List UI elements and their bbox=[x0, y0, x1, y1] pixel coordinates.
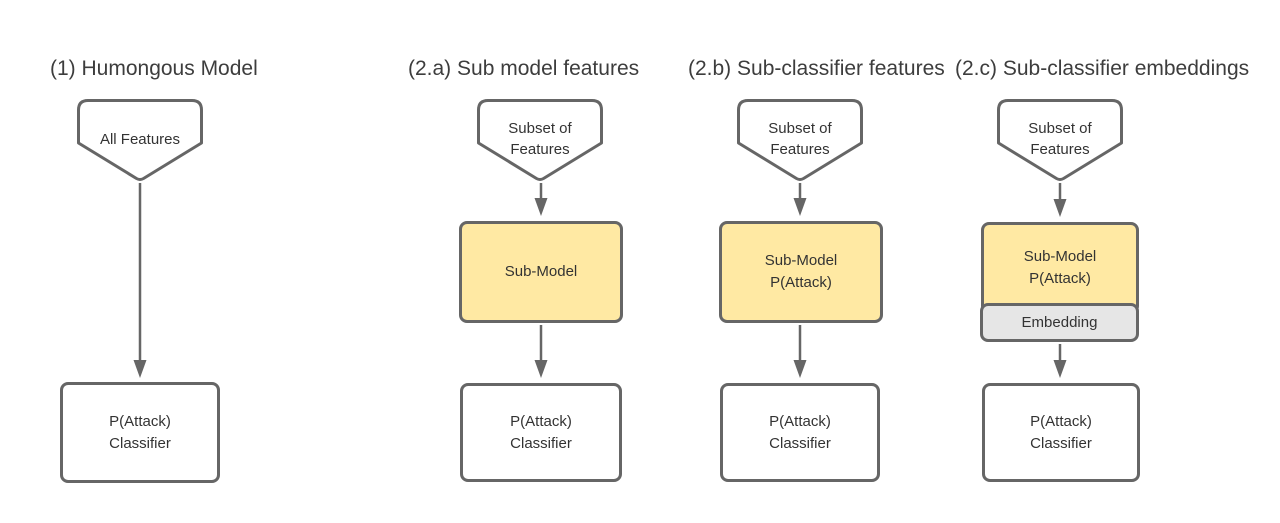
node-label-line: Classifier bbox=[109, 434, 171, 452]
node-label-line: Sub-Model bbox=[504, 263, 578, 280]
node-label-line: Subset of bbox=[1028, 120, 1092, 137]
node-label-line: Subset of bbox=[768, 120, 832, 137]
arrow-features-to-classifier-1 bbox=[133, 183, 147, 378]
subset-features-label: Subset of Features bbox=[737, 101, 863, 177]
classifier-box-2c: P(Attack) Classifier bbox=[982, 383, 1140, 482]
column-title-humongous-model: (1) Humongous Model bbox=[50, 57, 258, 80]
node-label-line: Classifier bbox=[510, 434, 572, 452]
column-title-sub-model-features: (2.a) Sub model features bbox=[408, 57, 640, 80]
node-label-line: P(Attack) bbox=[510, 412, 572, 430]
arrow-features-to-submodel-2c bbox=[1053, 183, 1067, 217]
node-label-line: P(Attack) bbox=[769, 412, 831, 430]
node-label-line: Features bbox=[510, 141, 570, 158]
node-label-line: Embedding bbox=[1021, 313, 1098, 331]
embedding-box: Embedding bbox=[980, 303, 1139, 342]
node-label-line: Subset of bbox=[508, 120, 572, 137]
subset-features-connector-2b: Subset of Features bbox=[737, 99, 863, 183]
all-features-connector: All Features bbox=[77, 99, 203, 183]
off-page-connector-shape bbox=[737, 99, 863, 181]
subset-features-label: Subset of Features bbox=[477, 101, 603, 177]
subset-features-connector-2c: Subset of Features bbox=[997, 99, 1123, 183]
off-page-connector-shape bbox=[997, 99, 1123, 181]
node-label-line: All Features bbox=[99, 130, 181, 148]
arrow-submodel-to-classifier-2b bbox=[793, 325, 807, 378]
sub-model-box-2b: Sub-Model P(Attack) bbox=[719, 221, 883, 323]
node-label-line: P(Attack) bbox=[770, 274, 832, 291]
node-label-line: Sub-Model bbox=[1023, 248, 1097, 265]
subset-features-label: Subset of Features bbox=[997, 101, 1123, 177]
classifier-box-2b: P(Attack) Classifier bbox=[720, 383, 880, 482]
column-title-sub-classifier-embeddings: (2.c) Sub-classifier embeddings bbox=[955, 57, 1250, 80]
node-label-line: P(Attack) bbox=[1029, 270, 1091, 287]
node-label-line: Features bbox=[1030, 141, 1090, 158]
sub-model-box-2a: Sub-Model bbox=[459, 221, 623, 323]
all-features-label: All Features bbox=[77, 101, 203, 177]
node-label-line: Classifier bbox=[1030, 434, 1092, 452]
node-label-line: P(Attack) bbox=[1030, 412, 1092, 430]
arrow-submodel-to-classifier-2a bbox=[534, 325, 548, 378]
arrow-features-to-submodel-2b bbox=[793, 183, 807, 216]
node-label-line: Features bbox=[770, 141, 830, 158]
off-page-connector-shape bbox=[77, 99, 203, 181]
classifier-box-1: P(Attack) Classifier bbox=[60, 382, 220, 483]
classifier-box-2a: P(Attack) Classifier bbox=[460, 383, 622, 482]
node-label-line: Classifier bbox=[769, 434, 831, 452]
off-page-connector-shape bbox=[477, 99, 603, 181]
node-label-line: P(Attack) bbox=[109, 412, 171, 430]
column-title-sub-classifier-features: (2.b) Sub-classifier features bbox=[688, 57, 945, 80]
subset-features-connector-2a: Subset of Features bbox=[477, 99, 603, 183]
sub-model-box-2c: Sub-Model P(Attack) bbox=[981, 222, 1139, 314]
arrow-features-to-submodel-2a bbox=[534, 183, 548, 216]
node-label-line: Sub-Model bbox=[764, 252, 838, 269]
arrow-embedding-to-classifier-2c bbox=[1053, 344, 1067, 378]
